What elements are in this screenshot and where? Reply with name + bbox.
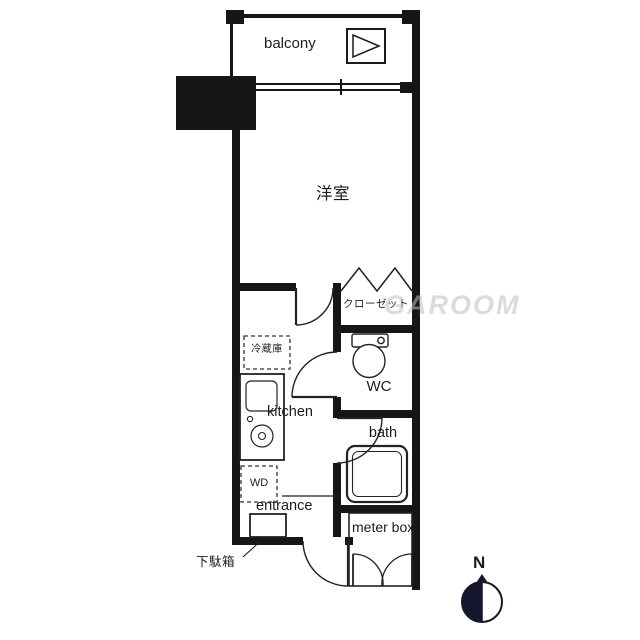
balcony-hatch-icon <box>346 28 386 64</box>
burner-icon <box>250 424 274 448</box>
bath-label: bath <box>368 425 398 441</box>
shoe-cabinet-label: 下駄箱 <box>196 555 236 569</box>
toilet-icon <box>351 333 389 379</box>
room-door-arc <box>295 287 334 326</box>
compass-icon <box>461 574 503 623</box>
main-room-label: 洋室 <box>316 185 350 203</box>
meter-box-outline <box>348 512 413 587</box>
north-arrow-icon <box>476 574 488 583</box>
door-swings <box>291 287 383 587</box>
wc-door-arc <box>291 351 338 398</box>
structure-block <box>176 76 256 130</box>
window-icon <box>248 79 400 95</box>
meter-box-door-arc <box>381 553 413 587</box>
refrigerator-box <box>243 335 291 370</box>
shoe-cabinet-box <box>242 513 287 558</box>
wc-label: WC <box>366 378 392 395</box>
bathtub-icon <box>345 444 409 504</box>
balcony-label: balcony <box>264 35 316 52</box>
meter-box-label: meter box <box>352 519 415 535</box>
watermark: GAROOM <box>384 290 521 320</box>
refrigerator-label: 冷蔵庫 <box>251 344 283 355</box>
faucet-icon <box>246 415 254 423</box>
leader-line <box>242 537 265 558</box>
sink-icon <box>245 380 278 412</box>
entrance-label: entrance <box>256 498 313 514</box>
closet-label: クローゼット <box>343 298 409 310</box>
entrance-door-arc <box>302 540 349 587</box>
kitchen-counter <box>239 373 285 461</box>
bath-door-arc <box>336 417 383 464</box>
washer-dryer-box <box>240 465 278 503</box>
closet-folding-doors-icon <box>340 266 413 293</box>
meter-box-door-arc <box>352 553 384 587</box>
kitchen-label: kitchen <box>267 404 313 420</box>
compass-north-label: N <box>473 553 486 572</box>
washer-dryer-label: WD <box>249 477 269 489</box>
